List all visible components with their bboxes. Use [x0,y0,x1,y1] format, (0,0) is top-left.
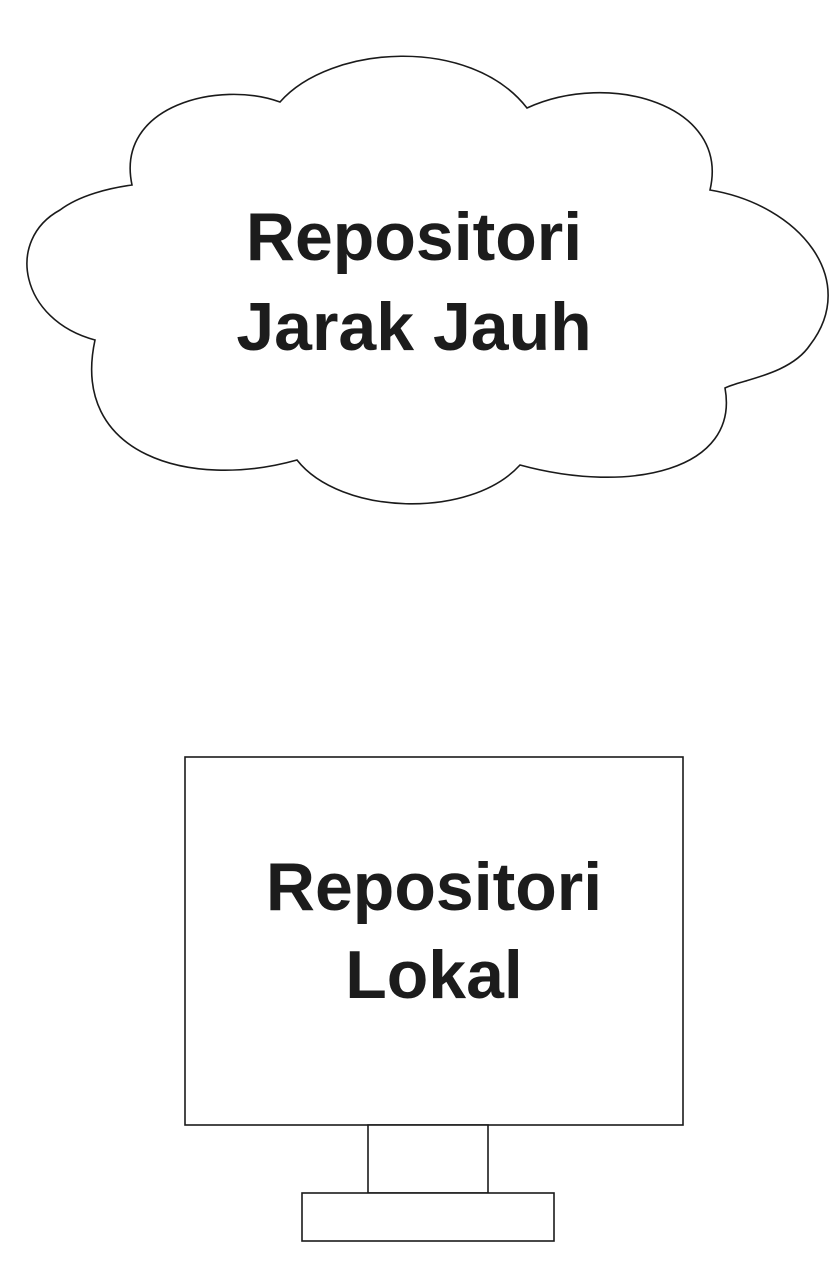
local-repository-label-line1: Repositori [266,849,602,925]
monitor-neck [367,1124,489,1194]
remote-repository-label-line2: Jarak Jauh [236,289,591,365]
monitor-screen [184,756,684,1126]
cloud-icon [26,55,829,505]
local-repository-monitor: Repositori Lokal [184,756,684,1242]
local-repository-label-line2: Lokal [345,937,523,1013]
remote-repository-label-line1: Repositori [246,199,582,275]
remote-repository-cloud: Repositori Jarak Jauh [26,55,829,505]
monitor-base [301,1192,555,1242]
